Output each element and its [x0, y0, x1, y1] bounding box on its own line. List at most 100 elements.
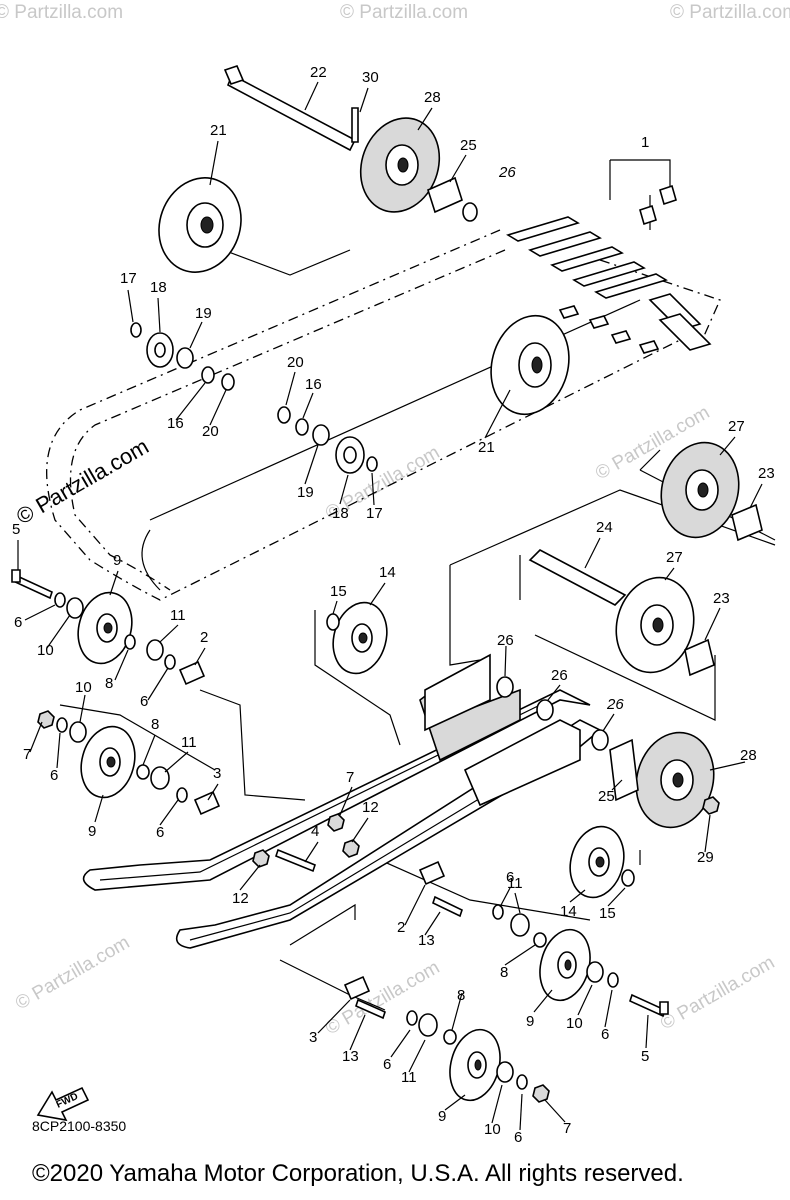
callout-26: 26 [498, 164, 516, 181]
wheel-21-mid [490, 314, 570, 416]
callout-6: 6 [14, 614, 22, 631]
watermark-text: © Partzilla.com [657, 952, 778, 1034]
callout-8: 8 [151, 716, 159, 733]
callout-11: 11 [181, 734, 197, 751]
track-belt [46, 216, 721, 601]
callout-17: 17 [120, 270, 137, 287]
wheel-9d [449, 1028, 501, 1102]
rear-axle [223, 65, 359, 152]
callout-23: 23 [713, 590, 730, 607]
watermark-text: © Partzilla.com [12, 932, 133, 1014]
callout-28: 28 [424, 89, 441, 106]
callout-19: 19 [195, 305, 212, 322]
callout-21: 21 [478, 439, 495, 456]
callout-10: 10 [75, 679, 92, 696]
callout-2: 2 [200, 629, 208, 646]
watermark-text: © Partzilla.com [0, 2, 123, 23]
diagram-code: 8CP2100-8350 [32, 1118, 127, 1134]
callout-15: 15 [599, 905, 616, 922]
callout-3: 3 [309, 1029, 317, 1046]
wheel-27-upper [660, 441, 740, 539]
callout-14: 14 [379, 564, 396, 581]
watermark-text: © Partzilla.com [670, 2, 790, 23]
callout-11: 11 [401, 1069, 417, 1086]
shaft-24 [528, 549, 627, 606]
callout-leaders [17, 81, 763, 1131]
callout-11: 11 [507, 875, 523, 892]
callout-10: 10 [566, 1015, 583, 1032]
callout-16: 16 [305, 376, 322, 393]
callout-9: 9 [88, 823, 96, 840]
callout-8: 8 [500, 964, 508, 981]
callout-9: 9 [526, 1013, 534, 1030]
callout-18: 18 [150, 279, 167, 296]
wheel-28-lower [635, 731, 715, 829]
callouts: 1 2 2 3 3 4 5 5 6 6 6 6 6 6 6 6 7 7 7 8 … [12, 64, 775, 1146]
callout-26: 26 [606, 696, 624, 713]
callout-20: 20 [287, 354, 304, 371]
small-parts [11, 176, 763, 1103]
wheel-21-top [158, 177, 242, 273]
wheel-9b [80, 725, 136, 799]
copyright-text: ©2020 Yamaha Motor Corporation, U.S.A. A… [32, 1160, 684, 1187]
callout-6: 6 [601, 1026, 609, 1043]
callout-25: 25 [598, 788, 615, 805]
callout-6: 6 [156, 824, 164, 841]
callout-2: 2 [397, 919, 405, 936]
callout-6: 6 [50, 767, 58, 784]
partzilla-watermark: © Partzilla.com [12, 434, 153, 530]
callout-18: 18 [332, 505, 349, 522]
callout-21: 21 [210, 122, 227, 139]
wheel-9a [77, 591, 133, 665]
callout-10: 10 [37, 642, 54, 659]
wheels [77, 117, 740, 1102]
callout-17: 17 [366, 505, 383, 522]
callout-6: 6 [140, 693, 148, 710]
wheel-14a [332, 601, 388, 675]
callout-8: 8 [105, 675, 113, 692]
callout-10: 10 [484, 1121, 501, 1138]
callout-5: 5 [12, 521, 20, 538]
callout-30: 30 [362, 69, 379, 86]
callout-6: 6 [383, 1056, 391, 1073]
callout-1: 1 [641, 134, 649, 151]
callout-12: 12 [232, 890, 249, 907]
track-lugs [506, 216, 712, 354]
callout-29: 29 [697, 849, 714, 866]
slide-rails [82, 653, 602, 949]
callout-3: 3 [213, 765, 221, 782]
callout-7: 7 [23, 746, 31, 763]
callout-4: 4 [311, 823, 319, 840]
callout-26: 26 [551, 667, 568, 684]
callout-5: 5 [641, 1048, 649, 1065]
callout-9: 9 [438, 1108, 446, 1125]
callout-13: 13 [342, 1048, 359, 1065]
wheel-9c [539, 928, 591, 1002]
callout-7: 7 [563, 1120, 571, 1137]
callout-16: 16 [167, 415, 184, 432]
callout-27: 27 [728, 418, 745, 435]
fwd-arrow-icon: FWD [36, 1086, 90, 1122]
callout-12: 12 [362, 799, 379, 816]
callout-28: 28 [740, 747, 757, 764]
callout-11: 11 [170, 607, 186, 624]
callout-25: 25 [460, 137, 477, 154]
wheel-28-top [359, 117, 441, 213]
callout-23: 23 [758, 465, 775, 482]
wheel-27-lower [615, 576, 695, 674]
callout-24: 24 [596, 519, 613, 536]
callout-22: 22 [310, 64, 327, 81]
watermark-text: © Partzilla.com [340, 2, 468, 23]
callout-13: 13 [418, 932, 435, 949]
callout-27: 27 [666, 549, 683, 566]
callout-7: 7 [346, 769, 354, 786]
callout-20: 20 [202, 423, 219, 440]
callout-14: 14 [560, 903, 577, 920]
callout-26: 26 [497, 632, 514, 649]
callout-6: 6 [506, 869, 514, 886]
callout-6: 6 [514, 1129, 522, 1146]
callout-15: 15 [330, 583, 347, 600]
callout-9: 9 [113, 552, 121, 569]
wheel-14b [569, 825, 625, 899]
